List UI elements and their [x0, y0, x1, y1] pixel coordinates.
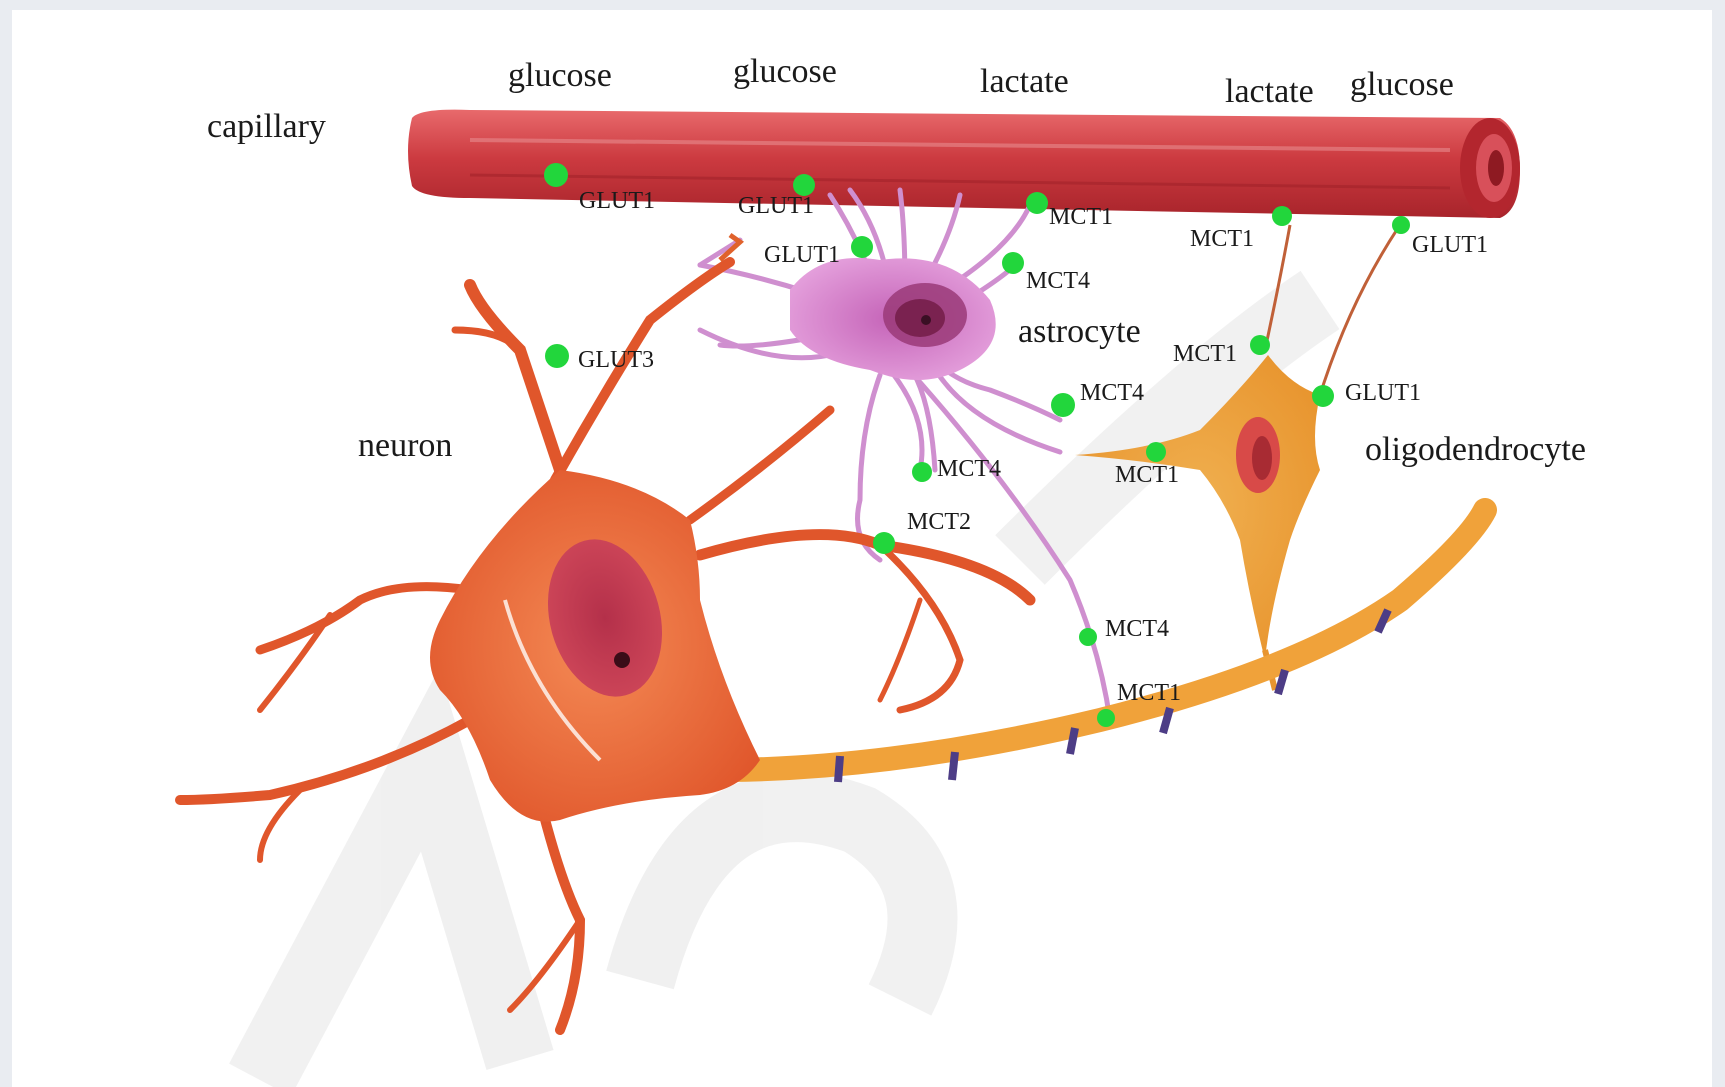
label-glucose-1: glucose — [508, 57, 612, 94]
label-astro-mct4-b: MCT4 — [1080, 380, 1144, 406]
axon — [730, 510, 1485, 782]
label-astrocyte: astrocyte — [1018, 313, 1141, 350]
transporter-dot — [1026, 192, 1048, 214]
label-lactate-2: lactate — [1225, 73, 1314, 110]
label-oligodendrocyte: oligodendrocyte — [1365, 431, 1586, 468]
transporter-dot — [1051, 393, 1075, 417]
transporter-dot — [873, 532, 895, 554]
label-cap-glut1-c: GLUT1 — [1412, 232, 1488, 258]
transporter-dot — [912, 462, 932, 482]
capillary — [408, 110, 1520, 218]
transporter-dot — [851, 236, 873, 258]
label-glucose-3: glucose — [1350, 66, 1454, 103]
transporter-dot — [1146, 442, 1166, 462]
transporter-dot — [1079, 628, 1097, 646]
transporter-dot — [544, 163, 568, 187]
label-neuron: neuron — [358, 427, 452, 464]
label-cap-mct1-a: MCT1 — [1049, 204, 1113, 230]
label-oligo-mct1-left: MCT1 — [1115, 462, 1179, 488]
label-oligo-glut1: GLUT1 — [1345, 380, 1421, 406]
label-astro-mct4-d: MCT4 — [1105, 616, 1169, 642]
label-astro-mct4-c: MCT4 — [937, 456, 1001, 482]
label-astro-glut1: GLUT1 — [764, 242, 840, 268]
transporter-dot — [1312, 385, 1334, 407]
label-cap-glut1-a: GLUT1 — [579, 188, 655, 214]
transporter-dot — [1097, 709, 1115, 727]
label-axon-mct1: MCT1 — [1117, 680, 1181, 706]
label-cap-mct1-b: MCT1 — [1190, 226, 1254, 252]
label-oligo-mct1-top: MCT1 — [1173, 341, 1237, 367]
label-glucose-2: glucose — [733, 53, 837, 90]
transporter-dot — [1002, 252, 1024, 274]
label-capillary: capillary — [207, 108, 326, 145]
label-neuron-glut3: GLUT3 — [578, 347, 654, 373]
transporter-dot — [545, 344, 569, 368]
transporter-dot — [1392, 216, 1410, 234]
label-cap-glut1-b: GLUT1 — [738, 193, 814, 219]
transporter-dot — [1272, 206, 1292, 226]
label-astro-mct4-a: MCT4 — [1026, 268, 1090, 294]
label-lactate-1: lactate — [980, 63, 1069, 100]
label-neuron-mct2: MCT2 — [907, 509, 971, 535]
transporter-dot — [1250, 335, 1270, 355]
